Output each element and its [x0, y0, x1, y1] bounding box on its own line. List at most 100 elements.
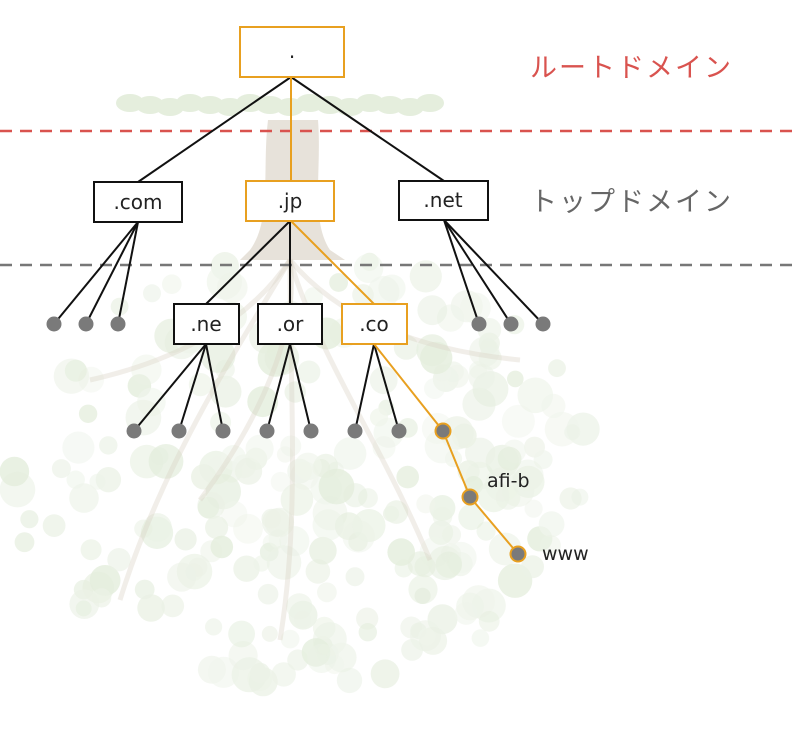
foliage-blob [245, 434, 274, 463]
foliage-blob [312, 616, 336, 640]
root-domain-label: ルートドメイン [530, 53, 733, 84]
foliage-blob [485, 444, 519, 479]
foliage-blob [276, 446, 294, 463]
foliage-blob [471, 629, 490, 647]
foliage-blob [253, 555, 270, 572]
foliage-blob [324, 654, 345, 675]
node-jp: .jp [245, 180, 335, 222]
node-net-label: .net [423, 188, 462, 212]
foliage-blob [348, 532, 368, 552]
foliage-blob [352, 284, 374, 306]
foliage-blob [400, 616, 423, 639]
foliage-blob [401, 639, 423, 661]
foliage-blob [343, 483, 368, 508]
foliage-blob [424, 429, 459, 464]
leaf-node [259, 423, 275, 439]
www-node [509, 545, 527, 563]
foliage-blob [416, 494, 436, 514]
foliage-blob [162, 274, 182, 295]
foliage-blob [75, 600, 92, 617]
leaf-node [535, 316, 551, 332]
foliage-blob [432, 506, 453, 527]
foliage-blob [387, 538, 416, 566]
edge-root-com [137, 76, 292, 183]
node-co-label: .co [359, 312, 389, 336]
foliage-blob [370, 659, 400, 689]
foliage-blob [279, 526, 310, 557]
foliage-blob [69, 483, 99, 513]
foliage-blob [294, 452, 322, 481]
foliage-blob [305, 559, 331, 584]
leaf-node [215, 423, 231, 439]
foliage-blob [512, 465, 545, 498]
foliage-blob [451, 423, 477, 449]
foliage-blob [205, 474, 241, 510]
foliage-blob [200, 540, 223, 563]
foliage-blob [436, 304, 465, 332]
foliage-blob [478, 610, 500, 632]
leaf-node [110, 316, 126, 332]
node-root: . [239, 26, 345, 78]
foliage-blob [424, 378, 445, 399]
foliage-blob [469, 336, 500, 367]
foliage-blob [497, 563, 533, 598]
foliage-blob [326, 642, 357, 673]
edge-or-leaf [289, 343, 312, 432]
foliage-blob [521, 555, 544, 579]
foliage-blob [262, 533, 282, 553]
afi-label: afi-b [487, 470, 530, 492]
foliage-blob [416, 94, 444, 112]
foliage-blob [465, 437, 496, 468]
foliage-blob [313, 635, 333, 656]
foliage-blob [89, 473, 106, 490]
foliage-blob [544, 411, 580, 447]
edge-com-leaf [117, 221, 139, 325]
foliage-blob [472, 371, 509, 407]
foliage-blob [317, 582, 337, 603]
foliage-blob [414, 587, 431, 605]
foliage-blob [250, 662, 271, 683]
foliage-blob [69, 589, 100, 619]
foliage-blob [443, 361, 464, 383]
leaf-node [347, 423, 363, 439]
foliage-blob [414, 556, 436, 578]
foliage-blob [107, 548, 131, 572]
foliage-blob [208, 456, 227, 475]
foliage-blob [540, 535, 561, 556]
foliage-blob [0, 456, 30, 487]
foliage-blob [150, 447, 169, 466]
foliage-blob [288, 600, 318, 630]
foliage-blob [478, 346, 502, 370]
foliage-blob [262, 508, 291, 537]
foliage-blob [459, 292, 491, 324]
foliage-blob [91, 588, 112, 608]
edge-co-leaf [373, 343, 400, 432]
foliage-blob [428, 520, 454, 545]
foliage-blob [427, 604, 458, 635]
foliage-blob [287, 458, 313, 484]
foliage-blob [129, 444, 164, 479]
foliage-blob [82, 571, 115, 604]
foliage-blob [221, 501, 248, 528]
foliage-blob [517, 377, 554, 414]
foliage-blob [396, 465, 420, 489]
foliage-blob [420, 341, 453, 375]
edge-co-leaf [354, 343, 375, 432]
foliage-blob [294, 610, 312, 629]
foliage-blob [432, 366, 459, 392]
foliage-blob [53, 358, 90, 394]
foliage-blob [352, 509, 386, 542]
edge-net-leaf [443, 219, 544, 325]
foliage-blob [266, 545, 302, 580]
foliage-blob [80, 539, 102, 561]
foliage-blob [231, 657, 267, 693]
node-net: .net [398, 180, 489, 221]
foliage-blob [127, 374, 152, 398]
foliage-blob [476, 521, 496, 541]
foliage-blob [271, 662, 296, 687]
tree-background-illustration [0, 94, 600, 697]
foliage-blob [512, 459, 544, 491]
foliage-blob [137, 594, 165, 622]
afi-node [461, 488, 479, 506]
foliage-blob [66, 470, 85, 489]
